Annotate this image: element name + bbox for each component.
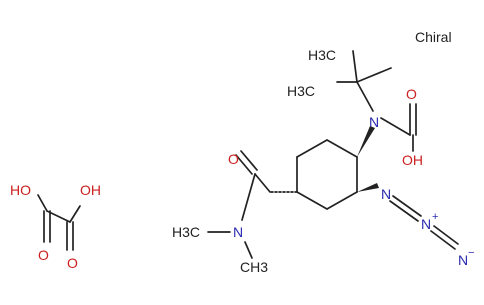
oxalic-hydroxyl-left: HO: [10, 182, 31, 198]
azide-bond-1b: [389, 200, 419, 222]
amide-co-bond-b: [240, 150, 258, 171]
n-methyl-label-1: H3C: [172, 224, 200, 240]
azide-group: N N + N −: [357, 183, 474, 268]
dimethylamide-group: O N H3C CH3: [172, 150, 298, 275]
carboxyl-oxygen: O: [406, 86, 417, 102]
ring-bond-1: [326, 139, 358, 158]
azide-bond-2a: [433, 225, 459, 245]
oxalic-oxygen-left: O: [38, 247, 49, 263]
wedge-bond-to-n: [357, 126, 375, 157]
oxalic-hydroxyl-right: OH: [80, 182, 101, 198]
azide-nitrogen-1: N: [381, 186, 391, 202]
azide-nitrogen-2: N: [421, 216, 431, 232]
amide-carbon-bond: [254, 173, 271, 193]
azide-bond-2b: [430, 230, 456, 250]
carboxyl-hydroxyl: OH: [402, 152, 423, 168]
oxalic-left-oh-bond: [37, 194, 48, 212]
amide-oxygen: O: [228, 151, 239, 167]
amide-cn-bond: [241, 173, 256, 221]
tbutyl-methyl-right-bond: [356, 67, 392, 83]
oxalic-oxygen-right: O: [67, 255, 78, 271]
ring-bond-6: [296, 139, 328, 158]
n-to-carboxyl-bond: [380, 117, 411, 136]
cyclohexane-ring: [296, 139, 358, 210]
amide-co-bond-a: [235, 154, 253, 175]
azide-plus-charge: +: [432, 211, 438, 223]
wedge-bond-to-azide: [357, 183, 379, 192]
nitrogen-carbamate: N: [369, 114, 379, 130]
ring-bond-4: [296, 191, 328, 210]
ring-bond-3: [326, 191, 358, 210]
azide-minus-charge: −: [468, 247, 474, 259]
n-methyl-label-2: CH3: [240, 259, 268, 275]
carbamate-group: N O OH H3C H3C: [287, 47, 423, 168]
oxalic-right-oh-bond: [69, 205, 81, 223]
oxalic-acid: HO OH O O: [10, 182, 101, 271]
azide-nitrogen-3: N: [458, 252, 468, 268]
tbutyl-methyl-top-bond: [352, 50, 358, 83]
n-methyl-down-bond: [244, 241, 253, 259]
amide-nitrogen: N: [233, 224, 243, 240]
tbutyl-methyl-label-2: H3C: [287, 83, 315, 99]
chirality-label: Chiral: [415, 29, 452, 45]
tbutyl-methyl-label-1: H3C: [308, 47, 336, 63]
n-to-tbutyl-bond: [356, 81, 374, 112]
azide-bond-1a: [392, 195, 422, 217]
